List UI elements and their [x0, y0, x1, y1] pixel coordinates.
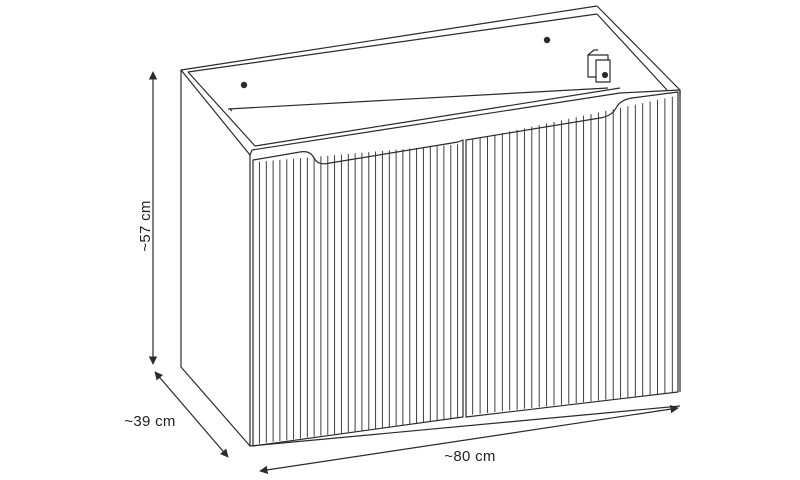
- left-side-panel: [180, 69, 251, 447]
- depth-dimension-line: [154, 371, 229, 458]
- back-panel-top-edge: [180, 5, 598, 71]
- right-door-outline: [465, 91, 679, 418]
- left-door-fluting: [258, 144, 459, 444]
- mounting-hole-left: [240, 81, 248, 89]
- depth-label: ~39 cm: [124, 413, 175, 430]
- height-label: ~57 cm: [137, 200, 154, 251]
- right-door-fluting: [472, 96, 673, 415]
- mounting-hole-right: [543, 36, 551, 44]
- hanging-bracket: [587, 49, 611, 83]
- left-door-outline: [252, 139, 464, 447]
- width-label: ~80 cm: [444, 448, 495, 465]
- width-dimension-line: [259, 404, 679, 475]
